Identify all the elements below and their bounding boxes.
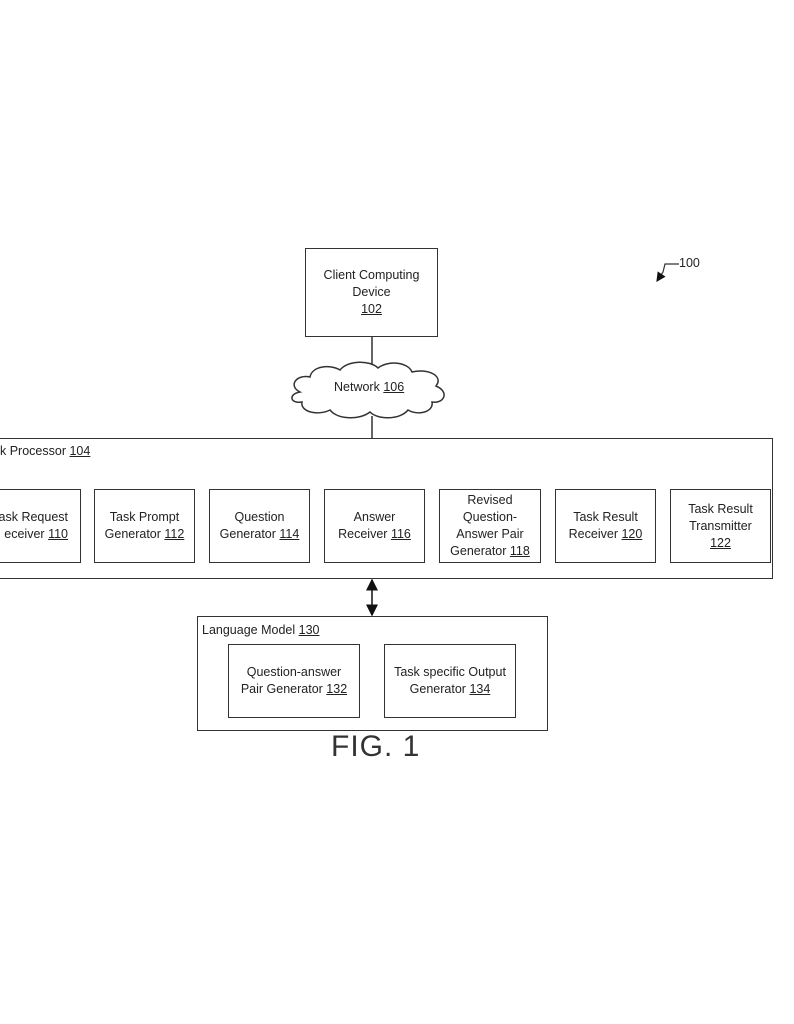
line: ask Request <box>0 510 68 524</box>
task-processor-num: 104 <box>69 444 91 458</box>
line: Task Prompt <box>109 510 180 524</box>
line: Answer <box>353 510 396 524</box>
line: Answer Pair <box>456 527 524 541</box>
network-cloud-shape <box>291 361 445 419</box>
network-label: Network 106 <box>334 380 404 394</box>
language-model-text: Language Model <box>202 623 296 637</box>
line: Receiver <box>568 527 618 541</box>
num: 116 <box>390 527 411 541</box>
num: 132 <box>326 682 348 696</box>
num: 120 <box>621 527 643 541</box>
task-processor-text: k Processor <box>0 444 66 458</box>
line: eceiver <box>4 527 45 541</box>
num: 118 <box>509 544 530 558</box>
qa-pair-generator-box: Question-answer Pair Generator 132 <box>228 644 360 718</box>
client-num: 102 <box>361 302 382 316</box>
reference-numeral: 100 <box>679 256 700 270</box>
task-prompt-generator-box: Task Prompt Generator 112 <box>94 489 195 563</box>
language-model-label: Language Model 130 <box>202 623 319 637</box>
line: Generator <box>219 527 276 541</box>
num: 112 <box>164 527 185 541</box>
line: Generator <box>409 682 466 696</box>
task-result-transmitter-box: Task Result Transmitter 122 <box>670 489 771 563</box>
question-generator-box: Question Generator 114 <box>209 489 310 563</box>
line: Task specific Output <box>394 665 506 679</box>
task-specific-output-generator-box: Task specific Output Generator 134 <box>384 644 516 718</box>
line: Generator <box>450 544 507 558</box>
reference-arrow <box>656 263 679 282</box>
line: Transmitter <box>689 518 752 533</box>
line: Receiver <box>338 527 388 541</box>
figure-label: FIG. 1 <box>331 730 421 763</box>
task-processor-label: k Processor 104 <box>0 444 90 458</box>
answer-receiver-box: Answer Receiver 116 <box>324 489 425 563</box>
line: Generator <box>104 527 161 541</box>
line: Task Result <box>573 510 638 524</box>
num: 110 <box>48 527 68 541</box>
client-label: Client Computing Device <box>323 268 420 299</box>
network-num: 106 <box>383 380 405 394</box>
line: Question- <box>462 510 518 524</box>
revised-qa-pair-generator-box: Revised Question- Answer Pair Generator … <box>439 489 541 563</box>
num: 134 <box>469 682 491 696</box>
line: Question <box>234 510 285 524</box>
line: Task Result <box>688 501 753 516</box>
num: 122 <box>710 535 731 550</box>
num: 114 <box>279 527 300 541</box>
line: Pair Generator <box>240 682 323 696</box>
line: Revised <box>467 493 513 507</box>
client-computing-device-box: Client Computing Device 102 <box>305 248 438 337</box>
task-result-receiver-box: Task Result Receiver 120 <box>555 489 656 563</box>
network-text: Network <box>334 380 380 394</box>
language-model-num: 130 <box>298 623 320 637</box>
task-request-receiver-box: ask Request eceiver 110 <box>0 489 81 563</box>
line: Question-answer <box>246 665 342 679</box>
